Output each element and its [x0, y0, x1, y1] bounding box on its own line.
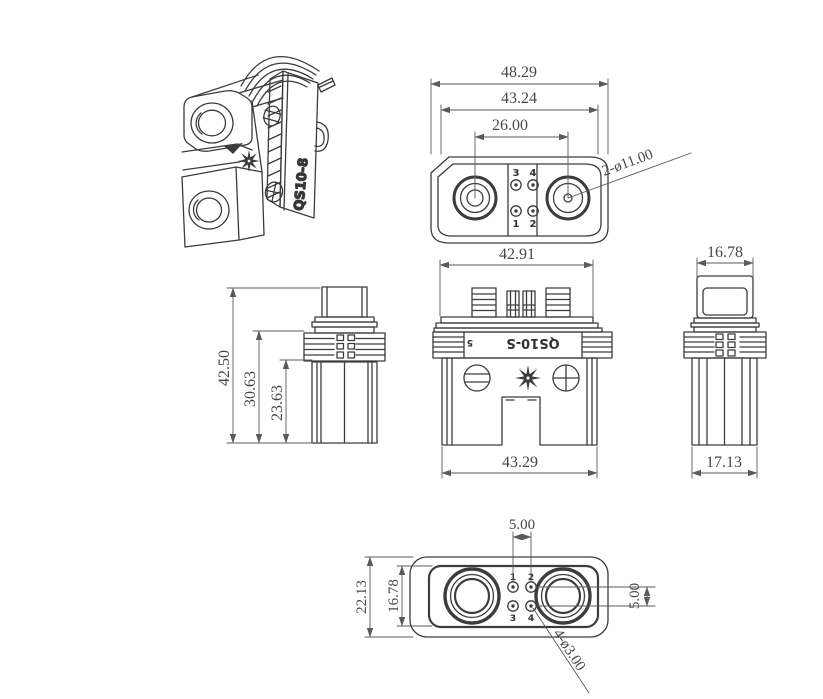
dim-overall-width: 48.29	[501, 64, 537, 81]
right-socket	[534, 567, 592, 625]
bottom-view-inner-outline	[427, 564, 600, 629]
dim-inner-height: 16.78	[386, 579, 402, 613]
top-barrel	[183, 90, 253, 152]
hole-callout-leader	[567, 152, 692, 199]
cap	[696, 275, 754, 319]
cap	[321, 286, 368, 318]
pin-label: 2	[530, 219, 537, 230]
bottom-bore	[188, 190, 230, 230]
side-view-left: 42.50 30.63 23.63	[216, 286, 386, 444]
pin-1-hole	[510, 205, 522, 217]
ribbed-section	[683, 331, 767, 359]
dim-body-height: 23.63	[269, 385, 286, 421]
dim-bottom-width: 17.13	[706, 454, 742, 471]
ribbed-section	[303, 332, 386, 362]
dim-mid-height: 30.63	[242, 371, 259, 407]
pin-label: 1	[513, 219, 520, 230]
slotted-screw-icon	[463, 364, 491, 392]
body-with-notch	[441, 357, 598, 446]
left-prong	[471, 287, 497, 318]
top-view-inner-outline	[437, 163, 602, 237]
isometric-view: QS10-8	[181, 56, 336, 248]
pin-4-hole	[527, 179, 539, 191]
pin-label: 4	[528, 614, 534, 624]
pin-label: 4	[530, 168, 537, 179]
top-view-outline	[430, 156, 609, 244]
dim-outer-height: 22.13	[354, 580, 370, 614]
dim-pin-spacing-top: 5.00	[509, 517, 535, 533]
phillips-screw-icon	[264, 181, 284, 203]
dim-top-width: 16.78	[707, 244, 743, 261]
isometric-part-marking: QS10-8	[292, 157, 312, 211]
top-view: 3 4 1 2 48.29 43.24 26.00 2-ø11.00	[430, 64, 692, 244]
front-part-marking: QS10-S	[506, 335, 559, 350]
dim-top-width: 42.91	[499, 246, 535, 263]
slot-shadow	[224, 143, 243, 154]
top-bore	[190, 102, 234, 144]
hole-callout-leader	[532, 607, 590, 694]
dim-pin-spacing-right: 5.00	[627, 583, 643, 609]
dim-hole-spacing: 26.00	[492, 117, 528, 134]
bottom-view-outline	[409, 556, 609, 638]
pin-4-hole	[525, 600, 537, 612]
hole-callout: 4-ø3.00	[550, 626, 589, 674]
crown-ribs	[240, 56, 320, 87]
dim-total-height: 42.50	[216, 350, 233, 386]
front-view: QS10-S 5 42.91 43.29	[432, 246, 613, 479]
pin-label: 3	[513, 168, 520, 179]
pin-2-hole	[527, 205, 539, 217]
bottom-view: 1 2 3 4 5.00 22.13 16.78 5.00 4-ø3.00	[354, 517, 656, 694]
pin-label: 3	[510, 614, 516, 624]
pin-3-hole	[510, 179, 522, 191]
terminal-tab	[317, 77, 336, 93]
front-part-marking-small: 5	[467, 337, 473, 347]
dim-inner-width: 43.24	[501, 90, 537, 107]
pin-3-hole	[507, 600, 519, 612]
slotted-screw-icon	[262, 105, 282, 127]
side-view-right: 16.78 17.13	[683, 244, 767, 479]
bottom-barrel	[181, 166, 240, 248]
left-socket	[443, 567, 501, 625]
dim-bottom-width: 43.29	[502, 454, 538, 471]
right-prong	[545, 287, 571, 318]
